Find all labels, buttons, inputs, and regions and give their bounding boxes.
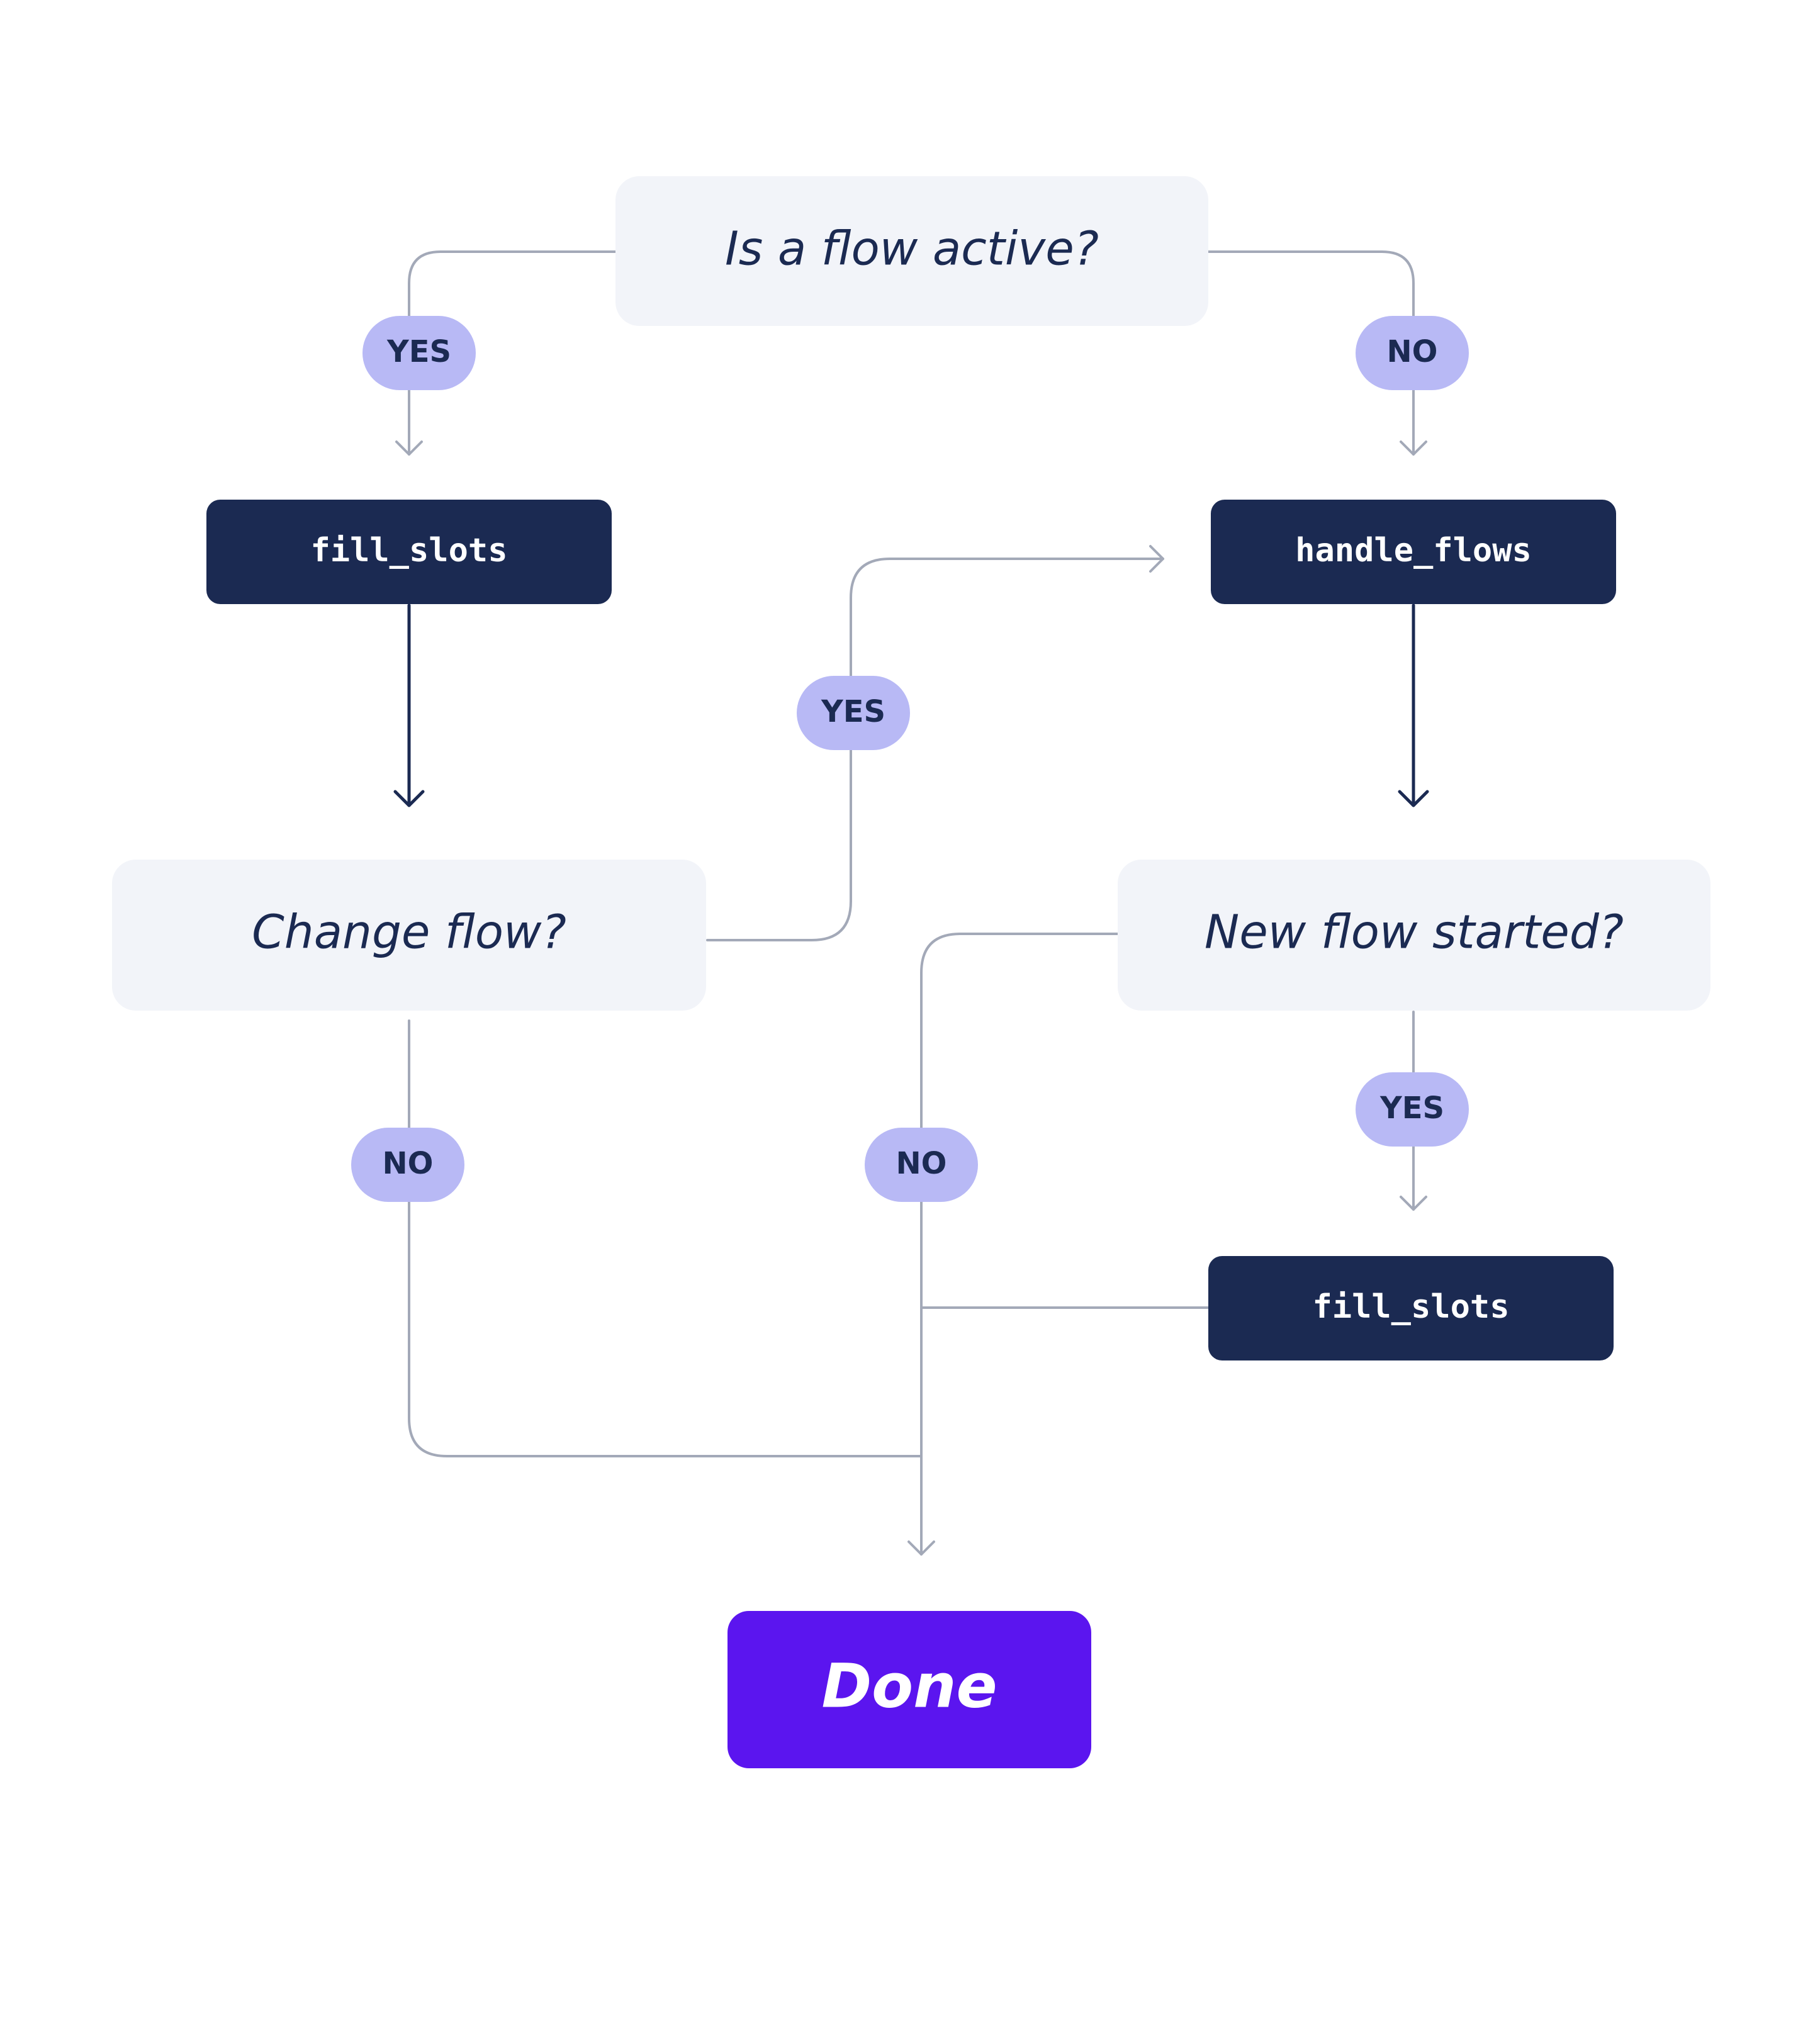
decision-new-flow-started: New flow started? [1118, 860, 1710, 1011]
arrowhead-change-yes [1149, 545, 1164, 573]
arrowhead-fill-slots-to-change-flow [393, 790, 425, 807]
pill-change-no-label: NO [383, 1146, 434, 1181]
arrowhead-handle-flows-to-new-flow [1398, 790, 1429, 807]
arrowhead-active-no [1400, 440, 1427, 456]
decision-is-flow-active-label: Is a flow active? [725, 222, 1099, 276]
edge-change-no [408, 1019, 923, 1457]
process-fill-slots-right: fill_slots [1208, 1256, 1614, 1360]
process-handle-flows-label: handle_flows [1295, 532, 1532, 569]
process-handle-flows: handle_flows [1211, 500, 1616, 604]
decision-is-flow-active: Is a flow active? [615, 176, 1208, 326]
pill-active-yes-label: YES [386, 334, 451, 369]
pill-change-no: NO [351, 1128, 464, 1202]
pill-active-yes: YES [362, 316, 476, 390]
pill-active-no: NO [1356, 316, 1469, 390]
pill-new-no: NO [865, 1128, 978, 1202]
pill-change-yes: YES [797, 676, 910, 750]
pill-new-yes-label: YES [1379, 1091, 1444, 1126]
decision-new-flow-started-label: New flow started? [1205, 906, 1624, 960]
pill-change-yes-label: YES [821, 694, 885, 729]
edge-active-no [1207, 250, 1415, 456]
pill-new-yes: YES [1356, 1072, 1469, 1147]
arrowhead-done [907, 1540, 935, 1556]
terminal-done-label: Done [821, 1651, 997, 1721]
process-fill-slots-left-label: fill_slots [310, 532, 507, 569]
edge-change-yes [706, 558, 1164, 941]
pill-new-no-label: NO [896, 1146, 947, 1181]
arrowhead-active-yes [395, 440, 423, 456]
decision-change-flow: Change flow? [112, 860, 706, 1011]
decision-change-flow-label: Change flow? [252, 906, 566, 960]
terminal-done: Done [727, 1611, 1091, 1768]
process-fill-slots-right-label: fill_slots [1312, 1288, 1509, 1326]
arrowhead-new-yes [1400, 1196, 1427, 1211]
edge-active-yes [408, 250, 617, 456]
edge-new-no [920, 933, 1119, 1556]
pill-active-no-label: NO [1387, 334, 1438, 369]
process-fill-slots-left: fill_slots [206, 500, 612, 604]
